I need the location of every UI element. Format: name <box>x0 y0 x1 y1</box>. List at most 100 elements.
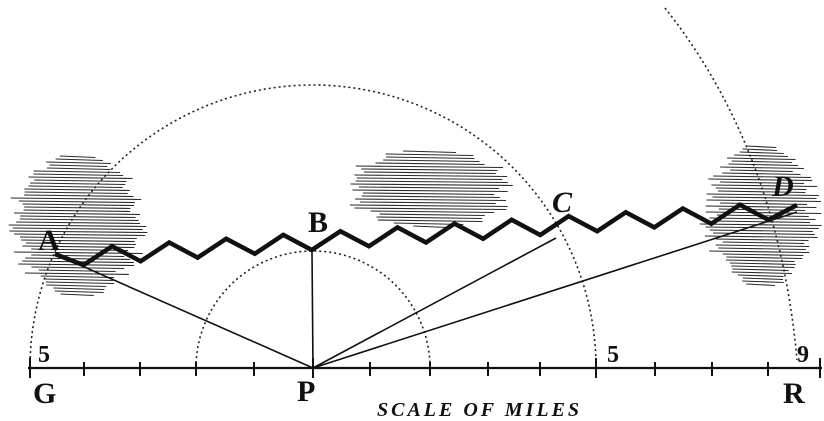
cloud-hatch-line <box>31 248 129 252</box>
cloud-hatch-line <box>24 272 129 276</box>
cloud-hatch-line <box>24 206 131 210</box>
cloud-hatch-line <box>356 177 503 181</box>
cloud-hatch-line <box>361 168 498 172</box>
cloud-hatch-line <box>709 229 813 233</box>
cloud-hatch-line <box>13 233 146 237</box>
cloud-hatch-line <box>715 244 810 248</box>
sight-line-pb <box>311 251 314 369</box>
cloud-hatch-line <box>355 198 507 202</box>
cloud-hatch-line <box>355 180 508 184</box>
cloud-hatch-line <box>31 266 125 270</box>
cloud-hatch-line <box>24 191 128 195</box>
cloud-hatch-line <box>727 157 796 161</box>
cloud-hatch-line <box>731 160 793 164</box>
cloud-hatch-line <box>9 230 148 234</box>
cloud-hatch-line <box>722 172 801 176</box>
cloud-hatch-line <box>726 256 803 260</box>
cloud-hatch-line <box>728 163 799 167</box>
cloud-hatch-line <box>22 203 135 207</box>
cloud-hatch-line <box>25 257 131 261</box>
cloud-hatch-line <box>413 225 448 229</box>
cloud-hatch-line <box>731 265 795 269</box>
cloud-hatch-line <box>55 158 103 162</box>
cloud-hatch-line <box>729 262 796 266</box>
cloud-hatch-line <box>742 280 784 284</box>
cloud-hatch-line <box>19 236 137 240</box>
cloud-hatch-line <box>352 189 508 193</box>
cloud-hatch-line <box>19 218 139 222</box>
cloud-hatch-line <box>43 278 114 282</box>
cloud-hatch-line <box>30 182 126 186</box>
cloud-hatch-line <box>737 274 784 278</box>
scale-caption: SCALE OF MILES <box>377 399 582 421</box>
cloud-hatch-line <box>375 162 485 166</box>
mountain-ridge <box>54 202 799 268</box>
cloud-hatch-line <box>20 215 136 219</box>
cloud-hatch-line <box>28 185 123 189</box>
cloud-hatch-line <box>359 201 496 205</box>
cloud-hatch-line <box>46 284 107 288</box>
label-point-g: G <box>33 377 56 410</box>
cloud-hatch-line <box>350 183 513 187</box>
cloud-hatch-line <box>363 171 496 175</box>
cloud-hatch-line <box>25 242 136 246</box>
cloud-hatch-line <box>705 205 817 209</box>
cloud-hatch-line <box>53 287 105 291</box>
cloud-hatch-line <box>706 199 821 203</box>
cloud-hatch-line <box>31 254 125 258</box>
cloud-hatch-line <box>742 148 778 152</box>
scale-number-right: 9 <box>797 342 809 368</box>
cloud-hatch-line <box>376 216 483 220</box>
cloud-hatch-line <box>28 176 133 180</box>
cloud-hatch-line <box>706 193 819 197</box>
cloud-hatch-line <box>18 263 135 267</box>
cloud-hatch-line <box>746 145 777 149</box>
cloud-hatch-line <box>355 165 504 169</box>
label-point-c: C <box>552 186 573 219</box>
cloud-hatch-line <box>60 293 94 297</box>
cloud-hatch-line <box>722 253 804 257</box>
cloud-hatch-line <box>24 194 134 198</box>
label-point-d: D <box>771 170 794 203</box>
cloud-hatch-line <box>49 164 108 168</box>
cloud-hatch-line <box>383 159 480 163</box>
cloud-hatch-line <box>12 227 143 231</box>
sight-line-pc <box>312 237 557 369</box>
cloud-hatch-line <box>717 190 806 194</box>
cloud-hatch-line <box>377 219 483 223</box>
cloud-hatch-line <box>705 226 819 230</box>
label-point-r: R <box>783 377 805 410</box>
cloud-hatch-line <box>715 238 809 242</box>
cloud-hatch-line <box>46 161 111 165</box>
cloud-hatch-line <box>732 268 789 272</box>
cloud-hatch-line <box>711 184 818 188</box>
sight-line-pd <box>312 211 798 369</box>
cloud-hatch-line <box>746 283 776 287</box>
cloud-hatch-line <box>718 247 806 251</box>
cloud-hatch-line <box>14 212 141 216</box>
cloud-hatch-line <box>10 197 142 201</box>
cloud-hatch-line <box>379 213 485 217</box>
cloud-hatch-line <box>722 241 805 245</box>
cloud-hatch-line <box>38 269 116 273</box>
cloud-hatch-line <box>734 154 789 158</box>
cloud-hatch-line <box>54 290 104 294</box>
cloud-hatch-line <box>739 151 784 155</box>
scale-ticks <box>29 358 821 378</box>
cloud-hatch-line <box>731 271 792 275</box>
cloud-hatch-line <box>354 207 507 211</box>
cloud-hatch-line <box>720 166 804 170</box>
cloud-hatch-line <box>402 150 457 154</box>
cloud-hatch-line <box>709 250 810 254</box>
cloud-hatch-line <box>46 167 111 171</box>
cloud-hatch-line <box>33 173 124 177</box>
scale-number-left: 5 <box>38 342 50 368</box>
cloud-hatch-line <box>730 169 793 173</box>
cloud-hatch-line <box>713 175 811 179</box>
cloud-hatch-line <box>385 156 475 160</box>
cloud-middle <box>349 150 513 229</box>
cloud-hatch-line <box>354 174 508 178</box>
cloud-hatch-line <box>40 275 115 279</box>
cloud-hatch-line <box>742 277 784 281</box>
